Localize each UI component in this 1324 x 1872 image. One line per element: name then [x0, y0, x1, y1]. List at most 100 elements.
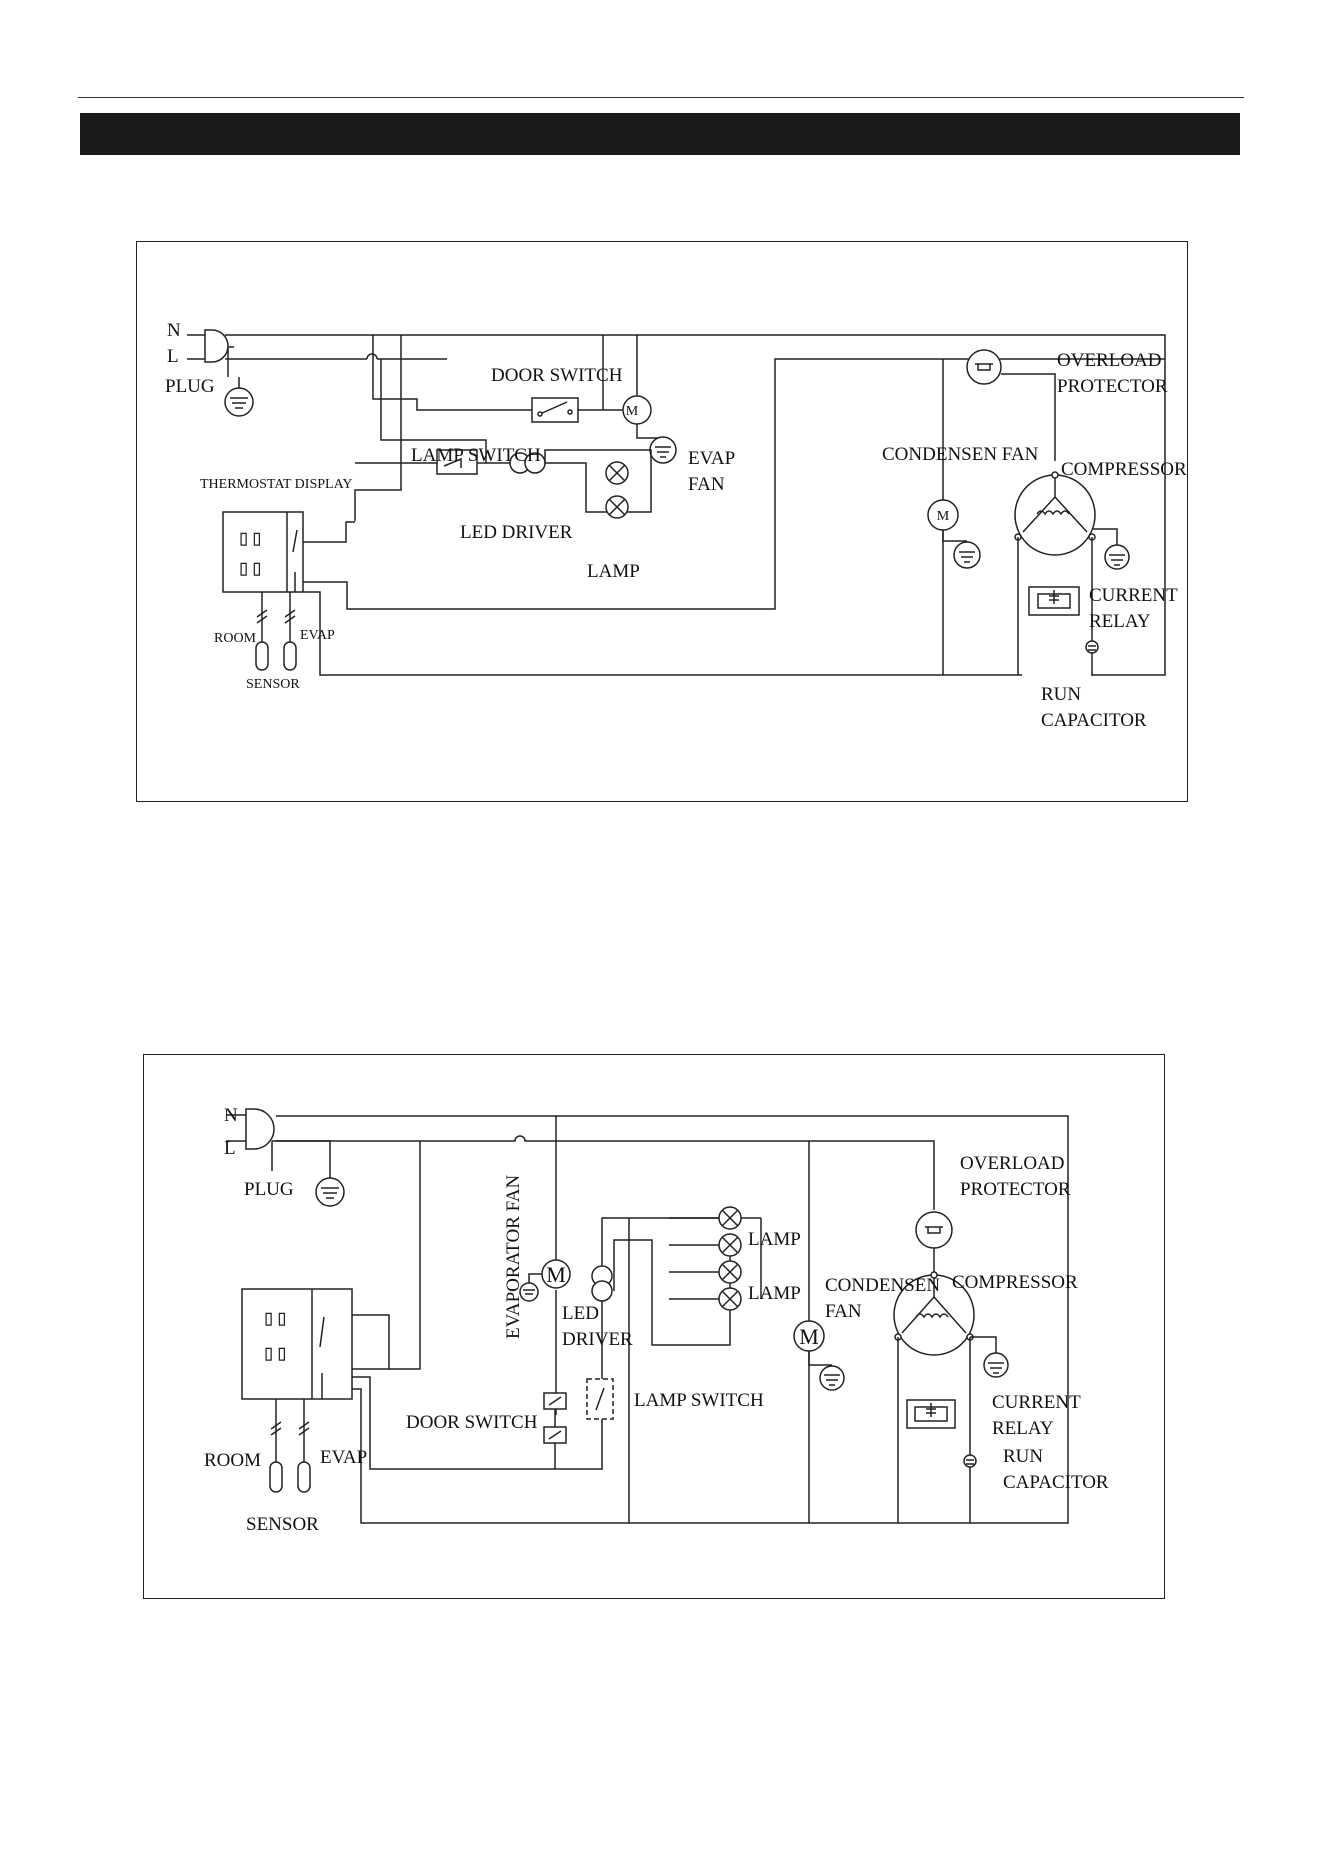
label-led-driver: LED DRIVER: [460, 522, 573, 543]
thermostat-wire-d: [303, 591, 1022, 676]
plug-ground-icon: [224, 377, 254, 417]
room-sensor-icon: [255, 592, 269, 671]
label-plug: PLUG: [244, 1179, 294, 1200]
lamp-icon-3: [718, 1260, 742, 1284]
room-sensor-icon: [269, 1399, 283, 1493]
label-door-switch: DOOR SWITCH: [491, 365, 623, 386]
compressor-ground-wire: [970, 1336, 997, 1355]
thermostat-wire-c: [303, 358, 1165, 610]
label-current: CURRENT: [992, 1392, 1081, 1413]
lamp-icon-4: [718, 1287, 742, 1311]
label-evap-sensor: EVAP: [320, 1447, 367, 1468]
label-condenser-m: M: [937, 509, 950, 524]
thermostat-display-icon: ▯▯ ▯▯: [222, 511, 304, 593]
thermostat-wire-a: [354, 335, 402, 521]
label-protector: PROTECTOR: [960, 1179, 1071, 1200]
label-door-switch: DOOR SWITCH: [406, 1412, 538, 1433]
label-run: RUN: [1041, 684, 1081, 705]
overload-protector-icon: [915, 1211, 953, 1249]
overload-protector-icon: [966, 349, 1002, 385]
thermostat-wire-b: [303, 521, 355, 543]
wiring-diagram-2-svg: ▯▯ ▯▯: [204, 1105, 1109, 1535]
label-condenser-m: M: [799, 1324, 819, 1349]
svg-text:▯▯: ▯▯: [237, 526, 264, 551]
header-band: [80, 113, 1240, 155]
label-condensen: CONDENSEN: [825, 1275, 940, 1296]
door-switch-icon: [543, 1392, 567, 1469]
label-room: ROOM: [214, 631, 257, 646]
condenser-fan-motor-icon: [927, 499, 981, 569]
compressor-ground-wire: [1092, 528, 1118, 547]
n-line: [225, 334, 1166, 676]
lamp-switch-icon: [436, 449, 478, 475]
lamp-wire: [544, 449, 652, 513]
label-lamp-switch: LAMP SWITCH: [634, 1390, 764, 1411]
l-line: [225, 353, 447, 360]
compressor-icon: [893, 1271, 975, 1356]
label-overload: OVERLOAD: [960, 1153, 1065, 1174]
bottom-return-wire: [352, 1388, 962, 1524]
svg-text:▯▯: ▯▯: [262, 1306, 289, 1331]
label-l: L: [167, 346, 179, 367]
label-lamp-1: LAMP: [748, 1229, 801, 1250]
label-relay: RELAY: [992, 1418, 1054, 1439]
label-sensor: SENSOR: [246, 1514, 319, 1535]
evap-fan-motor-icon: [622, 395, 663, 439]
thermostat-wire-a: [352, 1314, 390, 1370]
lamp-icon-1: [718, 1206, 742, 1230]
evap-fan-ground-icon: [649, 436, 677, 464]
lamp-switch-wire: [380, 359, 487, 463]
label-room: ROOM: [204, 1450, 261, 1471]
label-evaporator-fan: EVAPORATOR FAN: [503, 1175, 524, 1339]
label-current: CURRENT: [1089, 585, 1178, 606]
l-line: [276, 1135, 935, 1210]
lamp-return-wire: [613, 1239, 731, 1346]
label-compressor: COMPRESSOR: [952, 1272, 1078, 1293]
evap-sensor-icon: [297, 1399, 311, 1493]
label-plug: PLUG: [165, 376, 215, 397]
thermostat-display-icon: ▯▯ ▯▯: [241, 1288, 353, 1400]
run-capacitor-icon: [1085, 640, 1099, 654]
label-evap-sensor: EVAP: [300, 628, 335, 643]
label-driver: DRIVER: [562, 1329, 633, 1350]
label-capacitor: CAPACITOR: [1041, 710, 1147, 731]
wiring-diagram-2: ▯▯ ▯▯: [143, 1054, 1165, 1599]
lamp-icon-2: [718, 1233, 742, 1257]
label-fan: FAN: [825, 1301, 862, 1322]
thermostat-wire-c: [352, 1376, 603, 1470]
wiring-diagram-1-svg: ▯▯ ▯▯: [165, 320, 1187, 731]
label-evap: EVAP: [688, 448, 735, 469]
lamp-switch-icon: [586, 1378, 614, 1420]
label-fan: FAN: [688, 474, 725, 495]
svg-text:▯▯: ▯▯: [237, 556, 264, 581]
run-capacitor-icon: [963, 1454, 977, 1468]
plug-ground-icon: [272, 1140, 345, 1207]
label-n: N: [167, 320, 181, 341]
compressor-ground-icon: [983, 1352, 1009, 1378]
overload-wire: [1001, 373, 1056, 461]
evaporator-fan-motor-icon: [519, 1259, 571, 1302]
label-n: N: [224, 1105, 238, 1126]
compressor-icon: [1014, 471, 1096, 556]
label-sensor: SENSOR: [246, 677, 300, 692]
top-rule: [78, 97, 1244, 98]
lamp-icon: [605, 461, 629, 519]
door-switch-icon: [531, 397, 579, 423]
current-relay-icon: [1028, 586, 1080, 616]
label-condensen-fan: CONDENSEN FAN: [882, 444, 1039, 465]
label-compressor: COMPRESSOR: [1061, 459, 1187, 480]
plug-icon: [187, 329, 234, 377]
label-l: L: [224, 1138, 236, 1159]
current-relay-icon: [906, 1399, 956, 1429]
led-driver-icon: [509, 452, 546, 474]
label-run: RUN: [1003, 1446, 1043, 1467]
label-thermostat-display: THERMOSTAT DISPLAY: [200, 477, 353, 492]
label-evap-fan-m: M: [546, 1262, 566, 1287]
wiring-diagram-1: ▯▯ ▯▯: [136, 241, 1188, 802]
label-protector: PROTECTOR: [1057, 376, 1168, 397]
lamp-bus-wire: [669, 1217, 730, 1300]
label-lamp-2: LAMP: [748, 1283, 801, 1304]
label-led: LED: [562, 1303, 599, 1324]
n-line: [276, 1115, 1069, 1524]
label-relay: RELAY: [1089, 611, 1151, 632]
